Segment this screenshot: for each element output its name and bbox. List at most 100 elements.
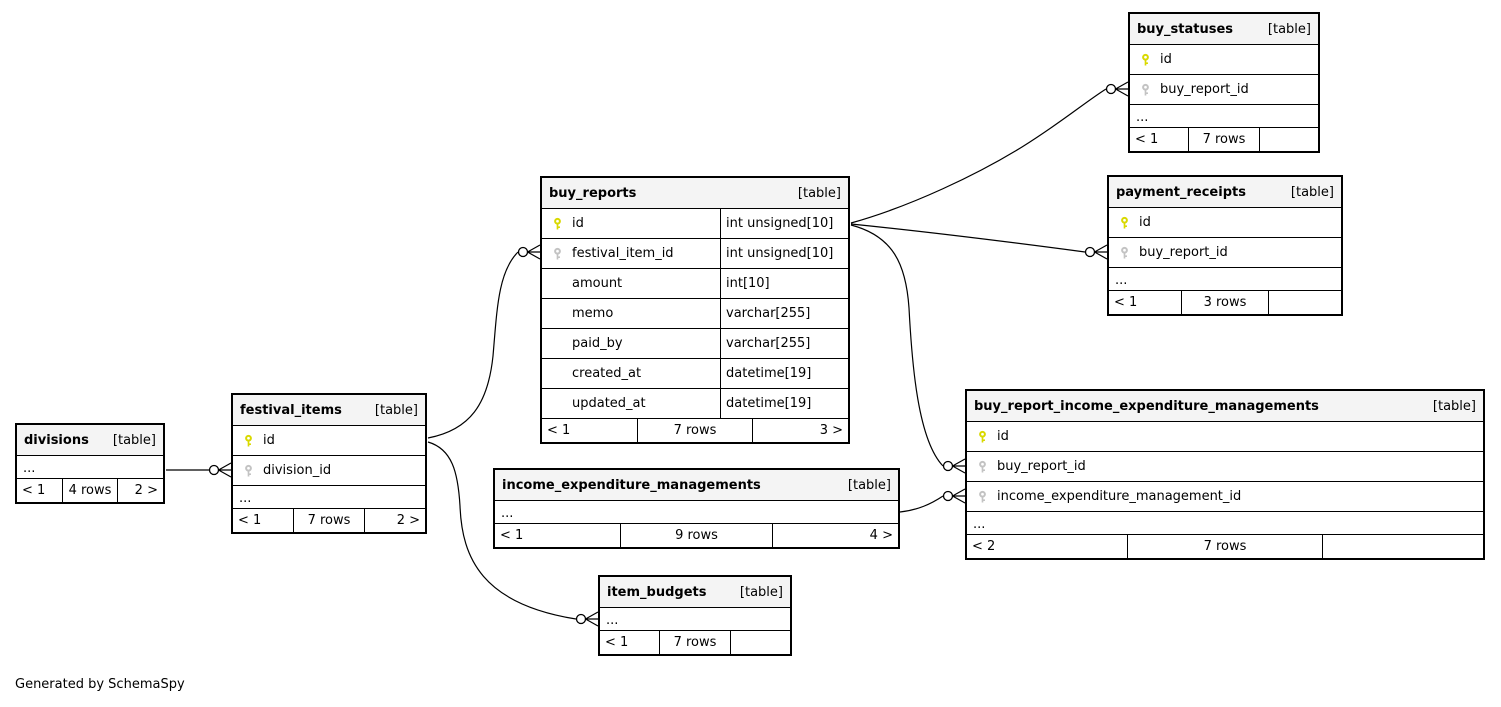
column-row: buy_report_id [967,452,1483,482]
column-name: income_expenditure_management_id [997,489,1242,504]
relationship-income_expenditure_managements-buy_report_income_expenditure_managements [899,488,966,513]
column-name: id [997,429,1009,444]
table-badge: [table] [1267,21,1311,37]
table-name: buy_reports [549,185,637,201]
column-row: memo varchar[255] [542,299,848,329]
table-footer: < 2 7 rows [967,535,1483,558]
primary-key-icon [542,217,572,231]
table-badge: [table] [739,584,783,600]
relationship-divisions-festival_items [166,462,232,478]
column-name: buy_report_id [1139,245,1228,260]
footer-children [731,631,790,654]
table-name: festival_items [240,402,342,418]
footer-rowcount: 7 rows [658,631,732,654]
column-row: created_at datetime[19] [542,359,848,389]
primary-key-icon [967,430,997,444]
column-name: memo [572,306,614,321]
column-row: amount int[10] [542,269,848,299]
footer-parents: < 1 [500,528,524,543]
hidden-columns-ellipsis: ... [233,486,425,509]
table-festival_items[interactable]: festival_items [table] id division_id ..… [231,393,427,534]
column-row: id [967,422,1483,452]
table-badge: [table] [112,432,156,448]
footer-children: 2 > [396,513,420,528]
table-buy_statuses[interactable]: buy_statuses [table] id buy_report_id ..… [1128,12,1320,153]
relationship-buy_reports-payment_receipts [850,223,1108,260]
footer-children [1260,128,1318,151]
table-divisions[interactable]: divisions [table] ... < 1 4 rows 2 > [15,423,165,504]
column-name: amount [572,276,623,291]
hidden-columns-ellipsis: ... [1109,268,1341,291]
primary-key-icon [1130,53,1160,67]
table-name: income_expenditure_managements [502,477,761,493]
table-header: payment_receipts [table] [1109,177,1341,208]
footer-rowcount: 7 rows [292,509,366,532]
column-row: id [233,426,425,456]
column-row: festival_item_id int unsigned[10] [542,239,848,269]
column-type: datetime[19] [720,389,848,418]
table-header: income_expenditure_managements [table] [495,470,898,501]
column-name: updated_at [572,396,646,411]
foreign-key-icon [1130,83,1160,97]
column-name: festival_item_id [572,246,674,261]
generator-credit: Generated by SchemaSpy [15,677,185,692]
table-badge: [table] [374,402,418,418]
column-type: int unsigned[10] [720,209,848,238]
column-name: buy_report_id [1160,82,1249,97]
hidden-columns-ellipsis: ... [967,512,1483,535]
column-row: id [1130,45,1318,75]
column-row: updated_at datetime[19] [542,389,848,419]
table-name: divisions [24,432,89,448]
column-row: division_id [233,456,425,486]
hidden-columns-ellipsis: ... [600,608,790,631]
table-item_budgets[interactable]: item_budgets [table] ... < 1 7 rows [598,575,792,656]
table-footer: < 1 7 rows [1130,128,1318,151]
table-buy_report_income_expenditure_managements[interactable]: buy_report_income_expenditure_management… [965,389,1485,560]
table-name: buy_report_income_expenditure_management… [974,398,1319,414]
column-name: buy_report_id [997,459,1086,474]
column-type: varchar[255] [720,299,848,328]
column-row: buy_report_id [1109,238,1341,268]
table-name: buy_statuses [1137,21,1234,37]
table-badge: [table] [847,477,891,493]
foreign-key-icon [967,490,997,504]
footer-rowcount: 4 rows [62,479,118,502]
column-row: id [1109,208,1341,238]
table-name: item_budgets [607,584,707,600]
column-type: int[10] [720,269,848,298]
table-header: buy_reports [table] [542,178,848,209]
footer-children: 3 > [819,423,843,438]
relationship-buy_reports-buy_report_income_expenditure_managements [850,224,966,474]
table-footer: < 1 7 rows [600,631,790,654]
column-row: id int unsigned[10] [542,209,848,239]
column-name: created_at [572,366,642,381]
table-buy_reports[interactable]: buy_reports [table] id int unsigned[10] … [540,176,850,444]
footer-parents: < 2 [972,539,996,554]
foreign-key-icon [233,464,263,478]
column-type: varchar[255] [720,329,848,358]
table-header: festival_items [table] [233,395,425,426]
table-badge: [table] [1432,398,1476,414]
hidden-columns-ellipsis: ... [17,456,163,479]
table-footer: < 1 3 rows [1109,291,1341,314]
column-type: int unsigned[10] [720,239,848,268]
table-payment_receipts[interactable]: payment_receipts [table] id buy_report_i… [1107,175,1343,316]
table-footer: < 1 4 rows 2 > [17,479,163,502]
column-row: income_expenditure_management_id [967,482,1483,512]
relationship-buy_reports-buy_statuses [850,81,1129,224]
footer-rowcount: 9 rows [619,524,774,547]
table-footer: < 1 9 rows 4 > [495,524,898,547]
footer-parents: < 1 [1114,295,1138,310]
footer-parents: < 1 [605,635,629,650]
footer-rowcount: 7 rows [1126,535,1324,558]
column-name: id [572,216,584,231]
hidden-columns-ellipsis: ... [495,501,898,524]
footer-parents: < 1 [1135,132,1159,147]
table-header: divisions [table] [17,425,163,456]
footer-parents: < 1 [547,423,571,438]
footer-rowcount: 7 rows [636,419,754,442]
column-name: id [1160,52,1172,67]
table-income_expenditure_managements[interactable]: income_expenditure_managements [table] .… [493,468,900,549]
foreign-key-icon [1109,246,1139,260]
